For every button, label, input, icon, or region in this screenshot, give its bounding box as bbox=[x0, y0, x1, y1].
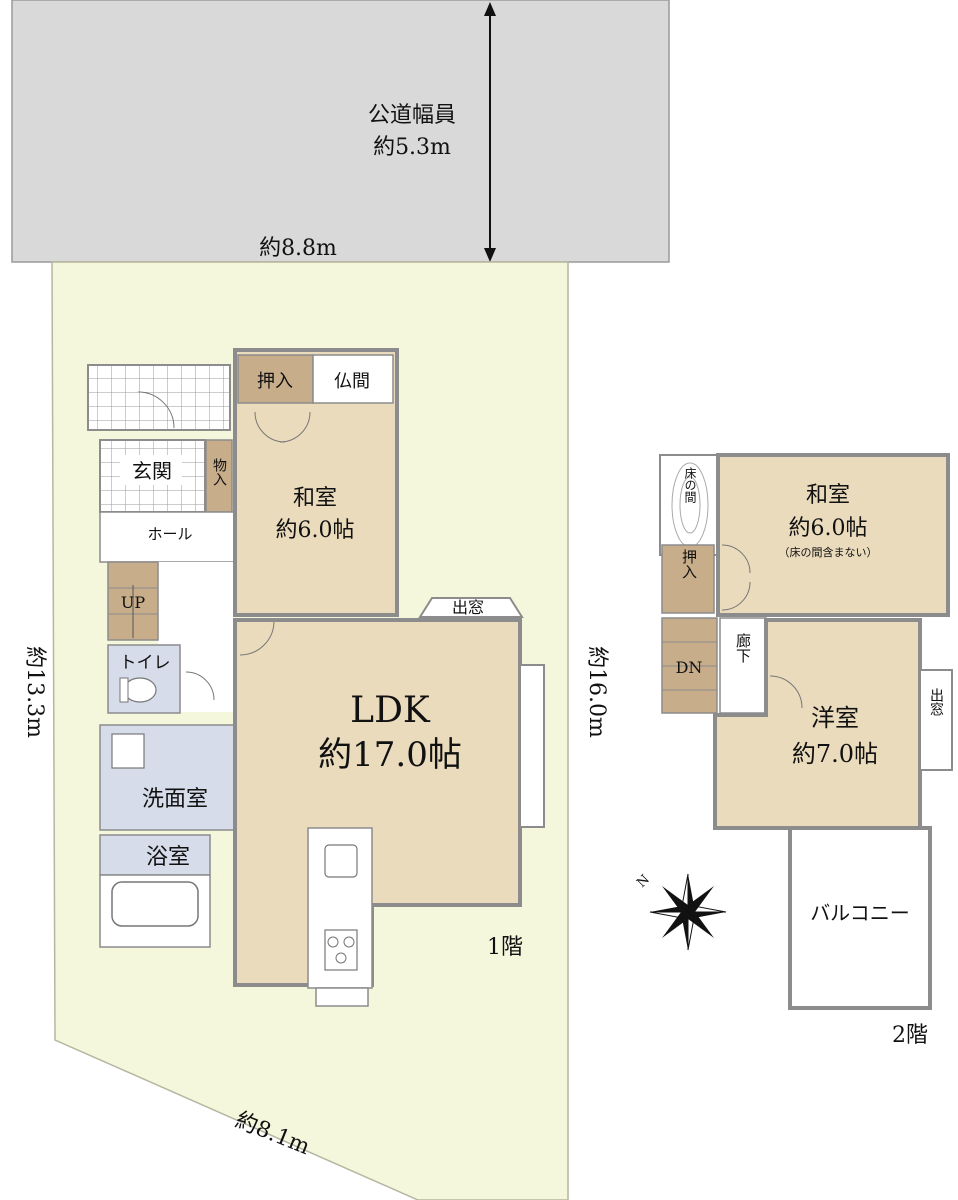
bath-label-area bbox=[99, 834, 211, 876]
oshiire-2f-label: 押入 bbox=[680, 549, 698, 579]
door-arc bbox=[721, 544, 751, 574]
floor2-plan: 床の間 和室 約6.0帖 （床の間含まない） 押入 DN 廊下 洋室 約7.0帖… bbox=[659, 453, 953, 1048]
burner-icon bbox=[343, 936, 355, 948]
washitsu-2f-note: （床の間含まない） bbox=[779, 545, 878, 559]
compass-north-label: N bbox=[634, 872, 653, 891]
floor1-label: 1階 bbox=[487, 935, 523, 960]
washitsu-2f-size: 約6.0帖 bbox=[789, 516, 868, 541]
balcony bbox=[788, 826, 932, 1010]
demado-2f-label: 出窓 bbox=[928, 688, 944, 716]
arrow-head-bottom bbox=[484, 248, 496, 262]
youshitsu-label: 洋室 bbox=[811, 704, 859, 732]
toilet-bowl-icon bbox=[123, 677, 157, 703]
hall-label: ホール bbox=[147, 525, 192, 543]
genkan-label-bg bbox=[120, 455, 182, 485]
butsuma-1f-label: 仏間 bbox=[334, 371, 370, 392]
washitsu-1f-size: 約6.0帖 bbox=[276, 518, 355, 543]
kitchen-sink-icon bbox=[324, 844, 358, 878]
senmen-label: 洗面室 bbox=[142, 787, 208, 812]
yokushitsu-label: 浴室 bbox=[146, 845, 190, 870]
stove-icon bbox=[324, 929, 358, 971]
road-name: 公道幅員 bbox=[368, 103, 456, 128]
burner-icon bbox=[335, 952, 347, 964]
toilet-tank-icon bbox=[119, 677, 129, 703]
hall-floor bbox=[99, 511, 235, 563]
youshitsu-2f bbox=[713, 618, 922, 830]
road-area bbox=[11, 0, 670, 263]
stairs-up-label: UP bbox=[121, 593, 145, 612]
oshiire-1f-label: 押入 bbox=[257, 371, 293, 392]
door-arc bbox=[769, 675, 803, 709]
genkan-floor bbox=[99, 439, 206, 513]
demado-1f-label: 出窓 bbox=[452, 598, 484, 617]
demado-1f bbox=[418, 597, 524, 618]
washbasin-icon bbox=[111, 733, 145, 769]
door-arc bbox=[279, 411, 311, 443]
tokonoma-wood-grain bbox=[679, 476, 701, 534]
demado-2f bbox=[919, 669, 953, 771]
door-arc bbox=[721, 581, 751, 611]
balcony-label: バルコニー bbox=[810, 901, 910, 925]
burner-icon bbox=[327, 936, 339, 948]
ldk-size: 約17.0帖 bbox=[318, 735, 462, 775]
door-arc bbox=[239, 621, 275, 656]
floor1-plan: 押入 仏間 和室 約6.0帖 玄関 物入 ホール UP トイレ LDK 約17.… bbox=[87, 348, 545, 1007]
bathtub-icon bbox=[111, 881, 199, 927]
stairs-down-label: DN bbox=[676, 658, 703, 677]
floor2-label: 2階 bbox=[892, 1023, 928, 1048]
ldk-bay bbox=[519, 664, 545, 828]
genkan-label: 玄関 bbox=[132, 459, 172, 483]
door-arc bbox=[137, 391, 175, 429]
ldk-label: LDK bbox=[350, 690, 431, 731]
washitsu-2f bbox=[716, 453, 950, 617]
road-width: 約5.3m bbox=[373, 135, 451, 160]
washitsu-2f-label: 和室 bbox=[806, 483, 850, 508]
tokonoma-label: 床の間 bbox=[683, 467, 697, 503]
door-arc bbox=[185, 671, 215, 701]
site-top-dimension: 約8.8m bbox=[259, 236, 337, 261]
porch-tiles bbox=[87, 364, 231, 431]
oshiire-1f bbox=[237, 354, 314, 404]
rouka-label: 廊下 bbox=[734, 633, 752, 663]
site-right-dimension: 約16.0m bbox=[584, 646, 609, 738]
back-door-step bbox=[315, 987, 369, 1007]
oshiire-2f bbox=[661, 544, 715, 614]
compass-icon bbox=[649, 873, 727, 951]
butsuma-1f bbox=[312, 354, 394, 404]
washitsu-1f-label: 和室 bbox=[293, 486, 337, 511]
site-left-dimension: 約13.3m bbox=[22, 646, 47, 738]
mono-label: 物入 bbox=[211, 458, 227, 486]
youshitsu-size: 約7.0帖 bbox=[792, 740, 878, 768]
arrow-head-top bbox=[484, 2, 496, 16]
toilet-label: トイレ bbox=[120, 653, 171, 673]
